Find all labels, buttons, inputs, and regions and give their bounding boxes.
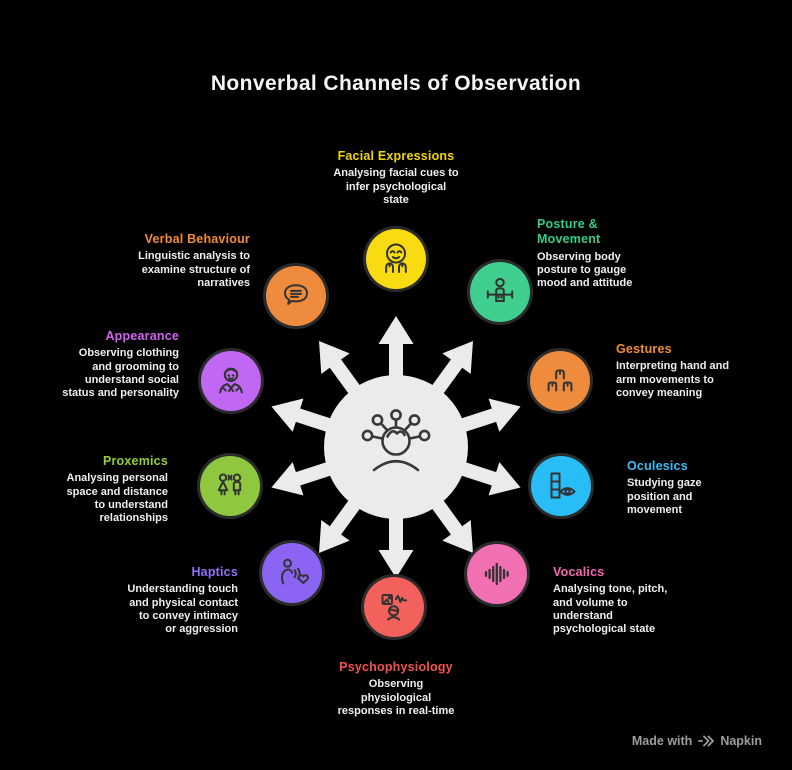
node-description: Analysing tone, pitch, and volume to und… [553,583,668,636]
node-label: Facial Expressions [337,149,455,163]
node-description: Analysing facial cues to infer psycholog… [333,167,459,207]
node-label: Appearance [105,329,179,343]
node-circle-proxemics [200,456,260,516]
node-description: Linguistic analysis to examine structure… [138,250,250,290]
node-text-verbal-behaviour: Verbal Behaviour Linguistic analysis to … [132,232,250,290]
node-text-posture-movement: Posture & Movement Observing body postur… [537,217,649,291]
hub-circle [324,375,468,519]
node-description: Observing clothing and grooming to under… [62,347,179,400]
node-description: Studying gaze position and movement [627,477,702,517]
node-description: Interpreting hand and arm movements to c… [616,360,730,400]
sensor-head-face-icon [361,409,431,472]
raised-hands-icon [547,369,573,392]
page-title: Nonverbal Channels of Observation [210,72,582,95]
person-at-bar-icon [486,277,514,302]
node-text-haptics: Haptics Understanding touch and physical… [113,565,238,637]
node-circle-vocalics [467,544,527,604]
made-with-text: Made with [631,734,693,748]
radial-hub [271,316,521,578]
node-label: Psychophysiology [339,660,453,674]
node-text-vocalics: Vocalics Analysing tone, pitch, and volu… [553,565,681,637]
node-label: Vocalics [553,565,605,579]
node-circle-appearance [201,351,261,411]
node-circle-gestures [530,351,590,411]
node-circle-haptics [262,543,322,603]
node-text-gestures: Gestures Interpreting hand and arm movem… [616,342,734,400]
attribution: Made with Napkin [632,734,762,748]
node-circle-psychophysiology [364,577,424,637]
napkin-logo-icon [698,735,715,747]
node-text-psychophysiology: Psychophysiology Observing physiological… [296,660,496,718]
node-label: Gestures [616,342,672,356]
node-description: Analysing personal space and distance to… [66,472,169,525]
node-text-oculesics: Oculesics Studying gaze position and mov… [627,459,723,517]
sound-waveform-icon [484,562,509,586]
node-label: Oculesics [627,459,688,473]
node-label: Verbal Behaviour [144,232,250,246]
biometric-response-icon [381,594,408,621]
node-text-appearance: Appearance Observing clothing and groomi… [62,329,179,401]
node-description: Observing physiological responses in rea… [337,678,455,718]
brand-text: Napkin [720,734,762,748]
gaze-eye-icon [550,472,576,499]
node-description: Observing body posture to gauge mood and… [537,250,633,290]
node-text-facial-expressions: Facial Expressions Analysing facial cues… [300,149,492,207]
person-in-suit-icon [219,367,243,394]
node-text-proxemics: Proxemics Analysing personal space and d… [56,454,169,526]
node-label: Proxemics [102,454,168,468]
node-label: Posture & Movement [537,217,601,247]
node-label: Haptics [191,565,238,579]
node-circle-verbal-behaviour [266,266,326,326]
speech-bubble-icon [284,284,308,305]
node-description: Understanding touch and physical contact… [127,583,238,636]
touch-contact-icon [281,558,309,585]
two-people-distance-icon [217,473,242,496]
smiling-face-with-hands-icon [385,243,407,273]
node-circle-posture-movement [470,262,530,322]
node-circle-oculesics [531,456,591,516]
node-circle-facial-expressions [366,229,426,289]
